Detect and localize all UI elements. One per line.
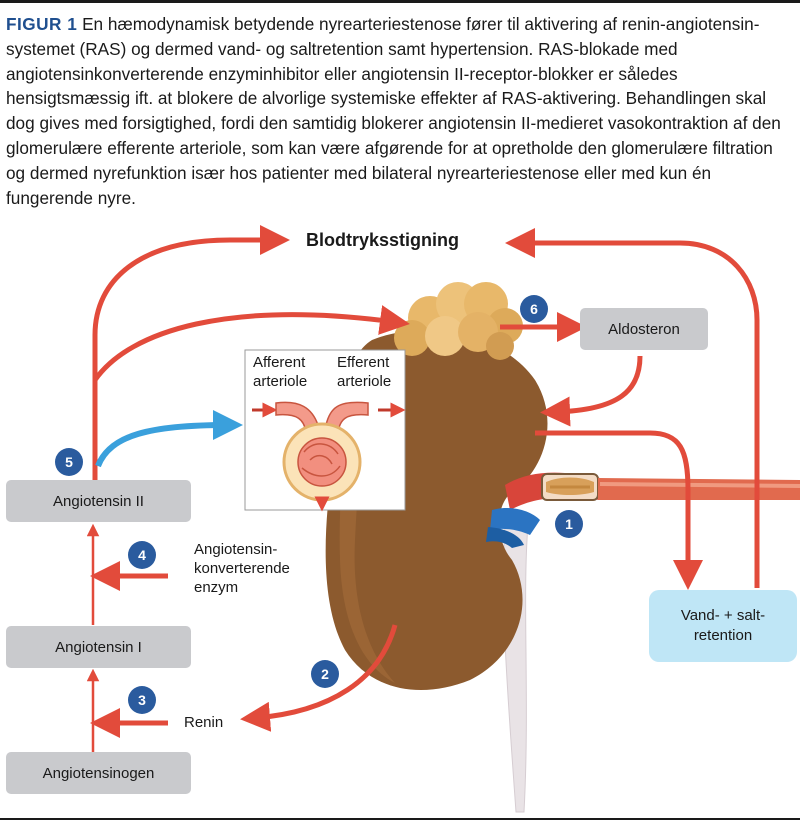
badge-4: 4 [128,541,156,569]
bottom-rule [0,818,800,820]
angiotensin-ii-box: Angiotensin II [6,480,191,522]
efferent-line1: Efferent [337,354,390,371]
angiotensin-i-label: Angiotensin I [55,638,142,656]
glomerulus-inset [244,349,406,512]
water-salt-retention-box: Vand- + salt- retention [649,590,797,662]
ace-label-line3: enzym [194,579,239,596]
water-salt-line1: Vand- + salt- [680,607,766,624]
ace-label: Angiotensin- konverterende enzym [194,540,290,597]
top-rule [0,0,800,3]
badge-6: 6 [520,295,548,323]
arrow-kidney-to-renin [240,624,398,732]
badge-3: 3 [128,686,156,714]
afferent-arteriole-label: Afferent arteriole [253,353,307,391]
angiotensin-i-box: Angiotensin I [6,626,191,668]
angiotensinogen-label: Angiotensinogen [42,764,155,782]
badge-1: 1 [555,510,583,538]
blood-pressure-rise-title: Blodtryksstigning [306,230,460,250]
arrow-aldosteron-to-kidney [540,355,643,427]
renal-vein [490,508,540,535]
renal-vein-lower [486,527,524,548]
badge-2: 2 [311,660,339,688]
adrenal-gland [394,282,523,360]
arrow-kidney-to-water [535,430,703,590]
figure-label: FIGUR 1 [6,14,78,34]
efferent-arteriole-label: Efferent arteriole [337,353,391,391]
angiotensin-ii-label: Angiotensin II [53,492,144,510]
figure-caption: FIGUR 1 En hæmodynamisk betydende nyrear… [6,12,796,210]
afferent-line2: arteriole [253,373,308,390]
stenosis-segment [541,473,599,501]
renin-label: Renin [184,714,224,731]
aldosteron-box: Aldosteron [580,308,708,350]
aldosteron-label: Aldosteron [608,320,680,338]
ace-label-line2: konverterende [194,560,290,577]
arrow-angII-to-bp [92,225,290,480]
renal-artery-distal [598,478,800,500]
afferent-line1: Afferent [253,354,306,371]
arrow-angII-to-efferent [95,410,243,468]
ace-label-line1: Angiotensin- [194,541,278,558]
water-salt-line2: retention [693,627,753,644]
arrow-angII-to-adrenal [92,305,410,382]
caption-text: En hæmodynamisk betydende nyrearterieste… [6,14,781,208]
angiotensinogen-box: Angiotensinogen [6,752,191,794]
badge-5: 5 [55,448,83,476]
arrow-water-to-bp [505,228,760,588]
efferent-line2: arteriole [337,373,392,390]
